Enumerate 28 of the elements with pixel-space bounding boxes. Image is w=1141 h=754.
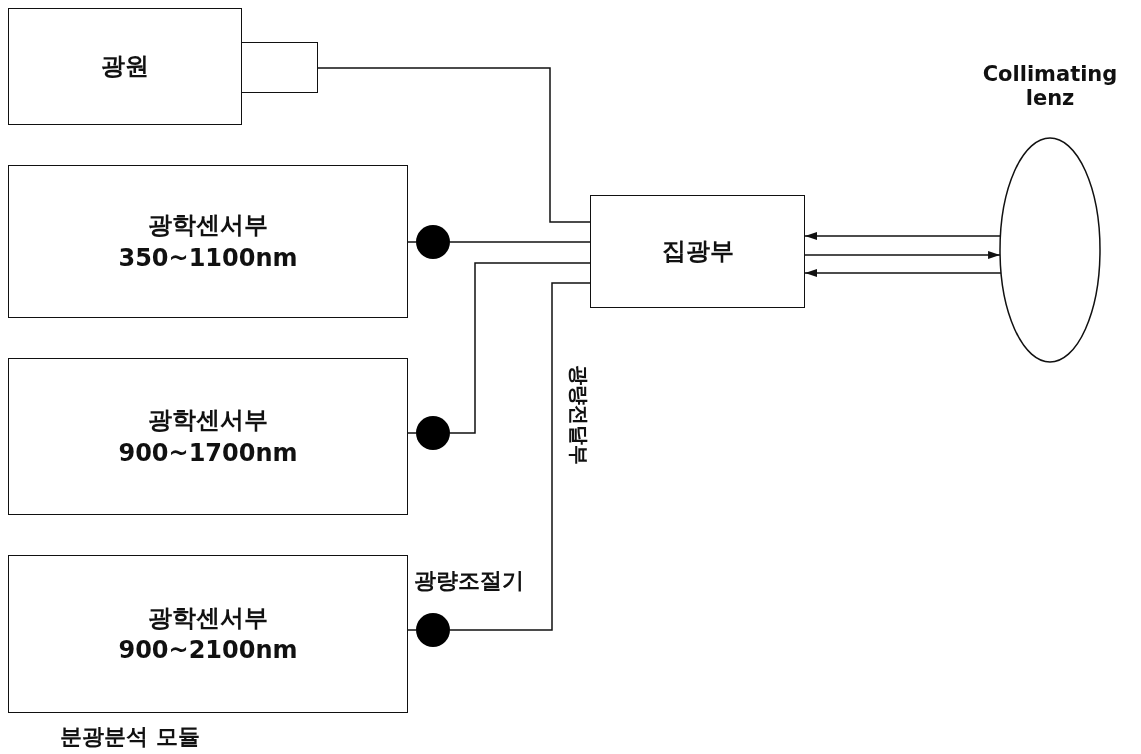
connector-line bbox=[407, 432, 417, 434]
process-box bbox=[8, 358, 408, 515]
box-label: 광학센서부 900~2100nm bbox=[117, 602, 299, 666]
connector-line bbox=[449, 241, 591, 243]
junction-dot bbox=[416, 225, 450, 259]
junction-dot bbox=[416, 613, 450, 647]
process-box bbox=[590, 195, 805, 308]
arrow bbox=[804, 269, 1002, 277]
caption-label: 분광분석 모듈 bbox=[60, 723, 200, 751]
connector-line bbox=[407, 241, 417, 243]
connector-line bbox=[449, 262, 591, 434]
lens-label: Collimating lenz bbox=[981, 62, 1119, 111]
junction-dot bbox=[416, 416, 450, 450]
box-label: 광원 bbox=[100, 51, 150, 83]
connector-box bbox=[241, 42, 318, 93]
box-label: 집광부 bbox=[660, 236, 735, 268]
vertical-label: 광량전달부 bbox=[566, 365, 592, 465]
process-box bbox=[8, 8, 242, 125]
box-label: 광학센서부 350~1100nm bbox=[117, 210, 299, 274]
caption-label: 광량조절기 bbox=[414, 567, 524, 595]
box-label: 광학센서부 900~1700nm bbox=[117, 405, 299, 469]
connector-line bbox=[317, 67, 591, 223]
arrow bbox=[804, 251, 1001, 259]
connector-line bbox=[449, 282, 591, 631]
arrow bbox=[804, 232, 1002, 240]
process-box bbox=[8, 165, 408, 318]
process-box bbox=[8, 555, 408, 713]
connector-line bbox=[407, 629, 417, 631]
